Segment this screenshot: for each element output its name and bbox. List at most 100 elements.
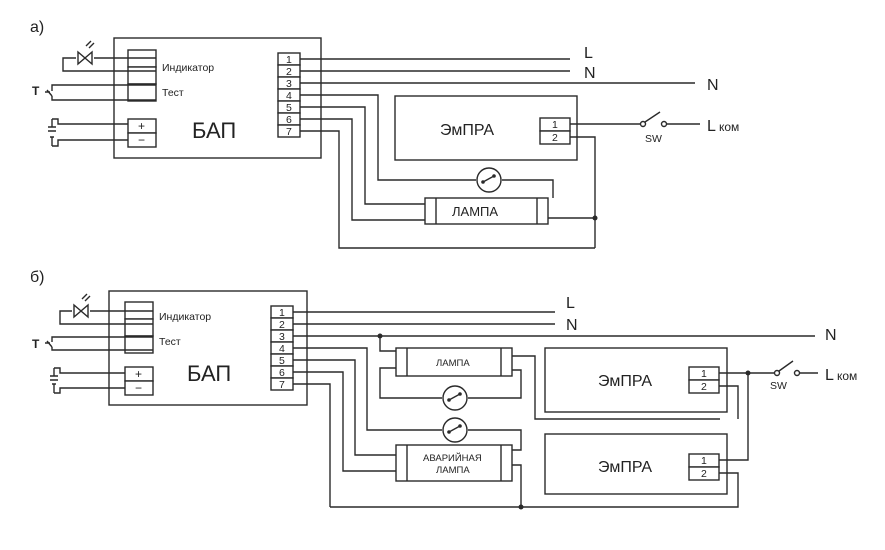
test-label-b: Тест: [159, 336, 181, 348]
lamp-b: ЛАМПА: [395, 347, 513, 377]
label-N2-b: N: [825, 327, 837, 344]
switch-icon-a[interactable]: [644, 111, 661, 123]
lkom-label-a: L: [707, 118, 716, 135]
indicator-label-b: Индикатор: [159, 311, 211, 323]
wire-t6-a: [300, 118, 425, 221]
empra-b-top-terminal-1-label: 1: [701, 368, 707, 380]
left-block-a-3: [127, 83, 157, 102]
starter-icon-a: [476, 167, 502, 193]
led-icon-a: [62, 40, 156, 72]
minus-label-b: −: [135, 381, 142, 395]
wire-t4-b: [293, 347, 442, 431]
battery-icon-b: [50, 367, 125, 394]
test-label-a: Тест: [162, 87, 184, 99]
empra-b-top-terminal-2-label: 2: [701, 381, 707, 393]
empra-b-bottom-terminal-2-label: 2: [701, 468, 707, 480]
left-block-b-2: [124, 318, 154, 337]
wire-t4-a-2: [502, 179, 554, 198]
battery-icon-a: [48, 118, 128, 147]
switch-label-a: SW: [645, 133, 662, 145]
starter-icon-b2: [442, 417, 468, 443]
lamp-label-b: ЛАМПА: [436, 358, 470, 369]
wire-lamp-starter-b: [379, 367, 442, 399]
empra-a-terminal-1-label: 1: [552, 119, 558, 131]
terminal-b-7-label: 7: [279, 379, 285, 391]
bap-title-b: БАП: [187, 361, 231, 386]
diagram-b: б) БАП + − Индикатор Тест 1 2 3 4 5 6 7: [30, 269, 857, 510]
label-N2-a: N: [707, 77, 719, 94]
wire-t7-a: [300, 130, 595, 249]
wire-sw-bottom-empra-b: [719, 373, 749, 461]
lkom-label-b: L: [825, 367, 834, 384]
label-L-b: L: [566, 295, 575, 312]
wire-t6-b: [293, 371, 396, 472]
emergency-lamp-b: АВАРИЙНАЯ ЛАМПА: [395, 444, 513, 482]
emergency-lamp-label-1: АВАРИЙНАЯ: [423, 452, 482, 464]
label-N1-a: N: [584, 65, 596, 82]
lamp-label-a: ЛАМПА: [452, 204, 498, 219]
terminal-a-4-label: 4: [286, 90, 292, 102]
switch-contact-b1: [773, 369, 781, 377]
empra-b-top: [544, 347, 728, 413]
lkom-sub-b: ком: [837, 369, 857, 383]
terminal-a-3-label: 3: [286, 78, 292, 90]
switch-label-b: SW: [770, 380, 787, 392]
bap-title-a: БАП: [192, 118, 236, 143]
wire-t7-b: [293, 383, 331, 507]
empra-label-b-bottom: ЭмПРА: [598, 459, 652, 476]
terminal-a-5-label: 5: [286, 102, 292, 114]
wire-lamp-empra-b: [512, 355, 720, 420]
lkom-sub-a: ком: [719, 120, 739, 134]
plus-label-b: +: [135, 367, 142, 381]
empra-label-b-top: ЭмПРА: [598, 373, 652, 390]
plus-label-a: +: [138, 119, 145, 133]
wire-empra2-a: [570, 136, 596, 248]
test-button-icon-b[interactable]: [45, 336, 153, 351]
wire-starter2-b: [468, 429, 522, 451]
empra-label-a: ЭмПРА: [440, 122, 494, 139]
switch-icon-b[interactable]: [778, 360, 794, 372]
terminal-b-4-label: 4: [279, 343, 285, 355]
wire-emergency-right-b: [512, 464, 522, 507]
terminal-b-1-label: 1: [279, 307, 285, 319]
label-N1-b: N: [566, 317, 578, 334]
wire-empra2-top-b: [719, 385, 739, 419]
terminal-b-3-label: 3: [279, 331, 285, 343]
terminal-block-a: 1 2 3 4 5 6 7: [277, 52, 301, 138]
terminal-b-2-label: 2: [279, 319, 285, 331]
wire-empra2-bottom-b: [330, 472, 739, 508]
minus-label-a: −: [138, 133, 145, 147]
diagram-b-label: б): [30, 269, 45, 286]
empra-b-bottom-terminal-1-label: 1: [701, 455, 707, 467]
starter-icon-b1: [442, 385, 468, 411]
test-button-icon-a[interactable]: [45, 84, 156, 101]
wire-starter-lamp-b: [468, 369, 522, 399]
left-block-b-3: [124, 335, 154, 354]
switch-contact-a2: [660, 120, 668, 128]
label-L-a: L: [584, 45, 593, 62]
terminal-b-6-label: 6: [279, 367, 285, 379]
test-symbol-a: T: [32, 84, 40, 98]
indicator-label-a: Индикатор: [162, 62, 214, 74]
wire-n-to-lamp-b: [379, 336, 396, 352]
switch-contact-b2: [793, 369, 801, 377]
left-block-a-2: [127, 66, 157, 85]
test-symbol-b: T: [32, 337, 40, 351]
terminal-a-7-label: 7: [286, 126, 292, 138]
terminal-a-6-label: 6: [286, 114, 292, 126]
wire-t5-a: [300, 106, 425, 205]
terminal-block-b: 1 2 3 4 5 6 7: [270, 305, 294, 391]
lamp-a: ЛАМПА: [424, 197, 549, 225]
diagram-a-label: а): [30, 19, 44, 36]
wire-t4-a: [300, 94, 476, 181]
diagram-a: а) БАП + − Индикатор Тест 1 2 3 4 5 6: [30, 19, 739, 249]
terminal-b-5-label: 5: [279, 355, 285, 367]
led-icon-b: [59, 293, 153, 325]
terminal-a-1-label: 1: [286, 54, 292, 66]
switch-contact-a1: [639, 120, 647, 128]
empra-a-terminal-2-label: 2: [552, 132, 558, 144]
wire-t5-b: [293, 359, 396, 456]
emergency-lamp-label-2: ЛАМПА: [436, 465, 470, 476]
terminal-a-2-label: 2: [286, 66, 292, 78]
